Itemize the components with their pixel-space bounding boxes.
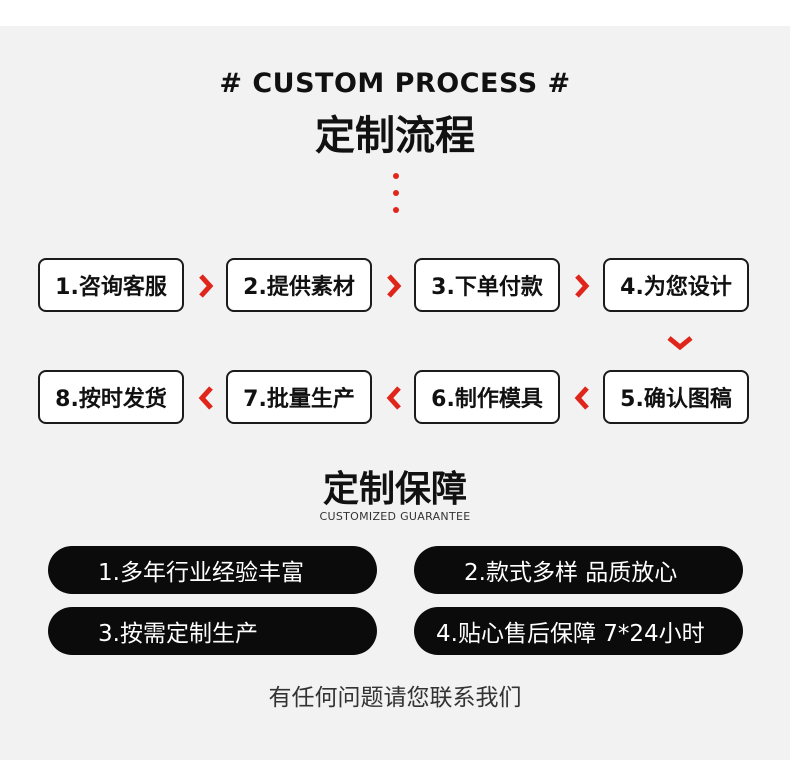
guarantee-item-1: 1.多年行业经验丰富 [48, 546, 377, 594]
step-6: 6.制作模具 [414, 370, 560, 424]
step-4: 4.为您设计 [603, 258, 749, 312]
step-7: 7.批量生产 [226, 370, 372, 424]
dot-icon [393, 207, 399, 213]
guarantee-title: 定制保障 [322, 469, 467, 510]
guarantee-subtitle: CUSTOMIZED GUARANTEE [319, 510, 471, 523]
step-5: 5.确认图稿 [603, 370, 749, 424]
process-title-text: 定制流程 [315, 113, 475, 159]
dot-icon [393, 173, 399, 179]
guarantee-item-4: 4.贴心售后保障 7*24小时 [414, 607, 743, 655]
process-title: 定制流程 [309, 110, 481, 162]
step-1: 1.咨询客服 [38, 258, 184, 312]
dot-icon [393, 190, 399, 196]
process-title-wrap: 定制流程 [0, 110, 790, 162]
step-8: 8.按时发货 [38, 370, 184, 424]
chevron-right-icon [199, 274, 214, 298]
chevron-left-icon [386, 386, 401, 410]
chevron-down-icon [667, 336, 693, 350]
chevron-left-icon [198, 386, 213, 410]
chevron-right-icon [575, 274, 590, 298]
chevron-left-icon [574, 386, 589, 410]
process-en-title: # CUSTOM PROCESS # [219, 68, 571, 99]
step-3: 3.下单付款 [414, 258, 560, 312]
guarantee-item-3: 3.按需定制生产 [48, 607, 377, 655]
step-2: 2.提供素材 [226, 258, 372, 312]
contact-footer: 有任何问题请您联系我们 [268, 685, 522, 711]
chevron-right-icon [387, 274, 402, 298]
divider-dots [392, 173, 400, 217]
guarantee-item-2: 2.款式多样 品质放心 [414, 546, 743, 594]
